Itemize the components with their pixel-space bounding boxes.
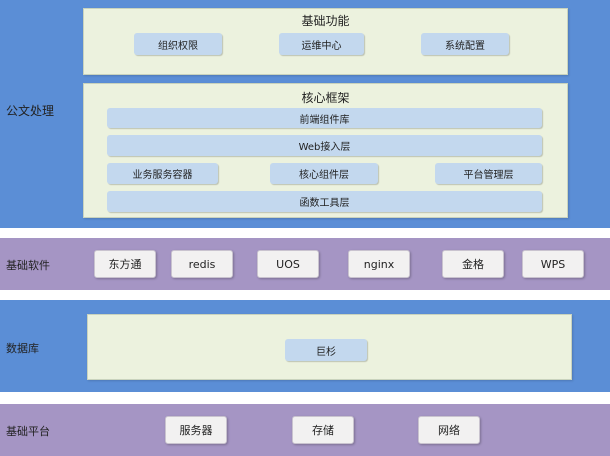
database-panel: 巨杉 <box>87 314 572 380</box>
software-layer-band: 基础软件 东方通 redis UOS nginx 金格 WPS <box>0 238 610 290</box>
org-permissions-box: 组织权限 <box>134 33 222 55</box>
software-item-dongfangtong: 东方通 <box>94 250 156 278</box>
web-access-box: Web接入层 <box>107 135 542 156</box>
software-item-nginx: nginx <box>348 250 410 278</box>
software-item-jinge: 金格 <box>442 250 504 278</box>
platform-management-box: 平台管理层 <box>435 163 542 184</box>
platform-item-network: 网络 <box>418 416 480 444</box>
basic-functions-title: 基础功能 <box>301 14 350 28</box>
database-layer-band: 数据库 巨杉 <box>0 300 610 392</box>
platform-item-storage: 存储 <box>292 416 354 444</box>
frontend-library-box: 前端组件库 <box>107 108 542 128</box>
ops-center-box: 运维中心 <box>279 33 364 55</box>
software-item-uos: UOS <box>257 250 319 278</box>
business-container-box: 业务服务容器 <box>107 163 218 184</box>
database-item-sequoiadb: 巨杉 <box>285 339 367 361</box>
software-item-redis: redis <box>171 250 233 278</box>
core-framework-panel: 核心框架 前端组件库 Web接入层 业务服务容器 核心组件层 平台管理层 函数工… <box>83 83 568 218</box>
platform-item-server: 服务器 <box>165 416 227 444</box>
software-layer-label: 基础软件 <box>6 259 50 272</box>
core-framework-title: 核心框架 <box>301 91 350 105</box>
platform-layer-label: 基础平台 <box>6 425 50 438</box>
core-components-box: 核心组件层 <box>270 163 378 184</box>
basic-functions-panel: 基础功能 组织权限 运维中心 系统配置 <box>83 8 568 75</box>
function-tools-box: 函数工具层 <box>107 191 542 212</box>
database-layer-label: 数据库 <box>6 342 39 355</box>
app-layer-label: 公文处理 <box>6 104 55 118</box>
app-layer-band: 公文处理 基础功能 组织权限 运维中心 系统配置 核心框架 前端组件库 Web接… <box>0 0 610 228</box>
system-config-box: 系统配置 <box>421 33 509 55</box>
software-item-wps: WPS <box>522 250 584 278</box>
platform-layer-band: 基础平台 服务器 存储 网络 <box>0 404 610 456</box>
